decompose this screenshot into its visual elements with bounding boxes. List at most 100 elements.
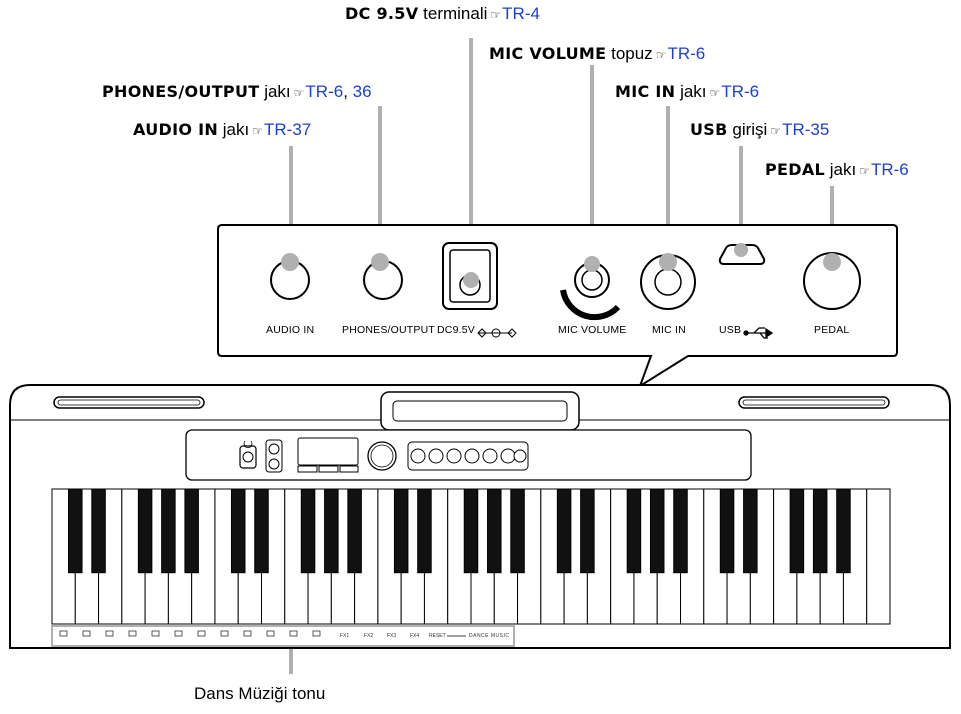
panel-label-audio-in: AUDIO IN — [266, 324, 315, 336]
mic-volume-desc: topuz — [611, 44, 653, 63]
dc-polarity-icon — [477, 328, 517, 338]
usb-name: USB — [690, 120, 728, 139]
black-key[interactable] — [417, 488, 432, 574]
dial-icon — [367, 441, 397, 471]
black-key[interactable] — [347, 488, 362, 574]
mic-volume-knob-icon — [560, 256, 621, 321]
left-speaker-slot — [53, 396, 205, 409]
black-key[interactable] — [254, 488, 269, 574]
phones-output-desc: jakı — [264, 82, 291, 101]
panel-label-mic-volume: MIC VOLUME — [558, 324, 627, 336]
black-key[interactable] — [743, 488, 758, 574]
black-key[interactable] — [184, 488, 199, 574]
pad-icons — [59, 630, 321, 637]
usb-ref-link[interactable]: TR-35 — [782, 120, 830, 139]
black-key[interactable] — [556, 488, 572, 574]
volume-buttons-icon — [265, 439, 283, 473]
panel-outline — [217, 224, 898, 389]
pointing-hand-icon: ☞ — [655, 48, 667, 62]
black-key[interactable] — [463, 488, 479, 574]
pointing-hand-icon: ☞ — [709, 86, 721, 100]
black-key[interactable] — [91, 488, 106, 574]
black-key[interactable] — [626, 488, 642, 574]
black-key[interactable] — [68, 488, 83, 574]
white-key[interactable] — [866, 488, 891, 625]
usb-port-icon — [718, 243, 766, 265]
tone-pad-icon — [128, 630, 137, 637]
black-key[interactable] — [161, 488, 176, 574]
callout-mic-volume: MIC VOLUME topuz☞TR-6 — [489, 44, 705, 65]
callout-mic-in: MIC IN jakı☞TR-6 — [615, 82, 759, 103]
dc-ref-link[interactable]: TR-4 — [502, 4, 540, 23]
black-key[interactable] — [836, 488, 851, 574]
audio-in-desc: jakı — [222, 120, 250, 139]
callout-pedal: PEDAL jakı☞TR-6 — [765, 160, 909, 181]
pedal-ref-link[interactable]: TR-6 — [870, 160, 909, 179]
callout-usb: USB girişi☞TR-35 — [690, 120, 829, 141]
tone-pad-icon — [82, 630, 91, 637]
pointing-hand-icon: ☞ — [859, 164, 870, 178]
panel-label-pedal: PEDAL — [814, 324, 850, 336]
pad-label-reset: RESET — [429, 633, 446, 639]
tone-pad-icon — [151, 630, 160, 637]
black-key[interactable] — [580, 488, 595, 574]
tone-pad-icon — [220, 630, 229, 637]
phones-output-name: PHONES/OUTPUT — [102, 82, 260, 101]
tone-pad-icon — [266, 630, 275, 637]
tone-pad-icon — [243, 630, 252, 637]
audio-in-ref-link[interactable]: TR-37 — [264, 120, 312, 139]
display-screen-icon — [297, 437, 359, 473]
pad-label-fx1: FX1 — [340, 633, 350, 639]
black-key[interactable] — [393, 488, 409, 574]
black-key[interactable] — [230, 488, 246, 574]
callout-audio-in: AUDIO IN jakı☞TR-37 — [133, 120, 311, 141]
pad-label-dance-music: DANCE MUSIC — [469, 633, 510, 639]
black-key[interactable] — [300, 488, 316, 574]
right-speaker-slot — [738, 396, 890, 409]
black-key[interactable] — [510, 488, 525, 574]
dc-terminal-icon — [442, 242, 498, 310]
pedal-name: PEDAL — [765, 160, 826, 179]
mic-in-name: MIC IN — [615, 82, 676, 101]
callout-dc: DC 9.5V terminali☞TR-4 — [345, 4, 540, 25]
tone-pad-icon — [59, 630, 68, 637]
phones-output-ref2-link[interactable]: 36 — [352, 82, 372, 101]
power-button-icon — [239, 440, 257, 469]
phones-output-ref-link[interactable]: TR-6 — [305, 82, 344, 101]
black-key[interactable] — [719, 488, 735, 574]
black-key[interactable] — [137, 488, 153, 574]
callout-phones-output: PHONES/OUTPUT jakı☞TR-6, 36 — [102, 82, 372, 101]
dc-name: DC 9.5V — [345, 4, 419, 23]
pointing-hand-icon: ☞ — [293, 86, 305, 100]
mic-in-jack-icon — [640, 253, 696, 310]
tone-pad-icon — [289, 630, 298, 637]
mic-in-ref-link[interactable]: TR-6 — [721, 82, 760, 101]
black-key[interactable] — [789, 488, 805, 574]
black-key[interactable] — [812, 488, 828, 574]
usb-desc: girişi — [732, 120, 768, 139]
pad-label-fx2: FX2 — [364, 633, 374, 639]
tone-pad-icon — [197, 630, 206, 637]
pointing-hand-icon: ☞ — [490, 8, 502, 22]
mic-volume-ref-link[interactable]: TR-6 — [667, 44, 706, 63]
dc-desc: terminali — [423, 4, 488, 23]
black-key[interactable] — [649, 488, 665, 574]
panel-label-usb: USB — [719, 324, 742, 336]
black-key[interactable] — [673, 488, 688, 574]
mic-in-desc: jakı — [680, 82, 707, 101]
pointing-hand-icon: ☞ — [252, 124, 264, 138]
tone-pad-icon — [312, 630, 321, 637]
pointing-hand-icon: ☞ — [770, 124, 782, 138]
panel-label-phones-output: PHONES/OUTPUT — [342, 324, 436, 336]
black-key[interactable] — [324, 488, 339, 574]
function-buttons-icon — [407, 441, 529, 471]
panel-label-mic-in: MIC IN — [652, 324, 686, 336]
pad-label-fx3: FX3 — [387, 633, 397, 639]
pad-strip — [51, 625, 515, 647]
black-key[interactable] — [487, 488, 502, 574]
tone-pad-icon — [174, 630, 183, 637]
tone-pad-icon — [105, 630, 114, 637]
panel-label-dc: DC9.5V — [437, 324, 475, 336]
carry-handle — [380, 391, 580, 431]
